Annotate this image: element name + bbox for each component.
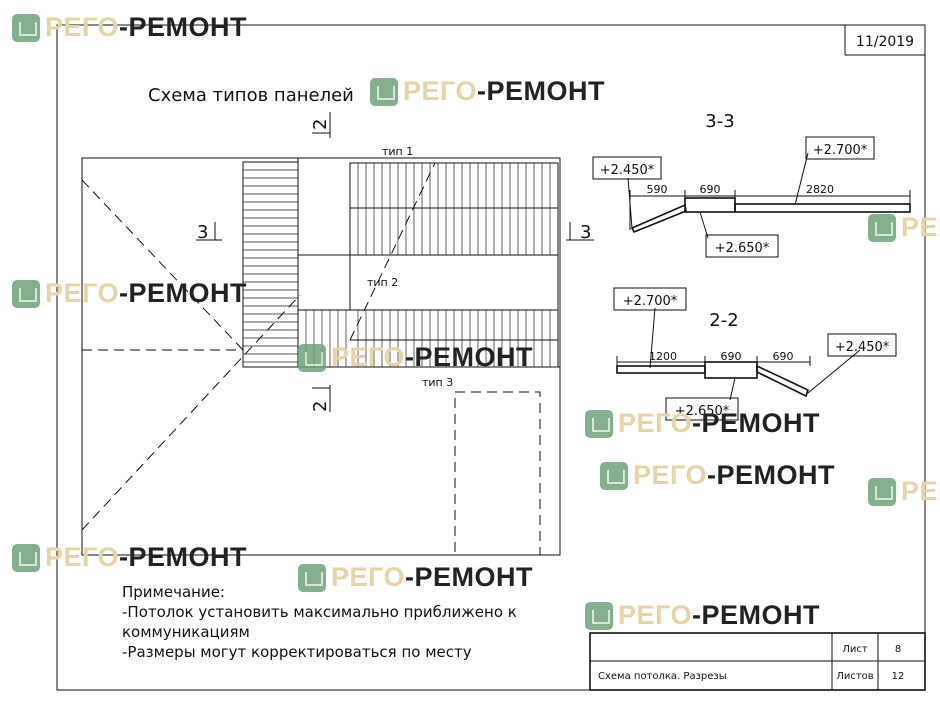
level-tag: +2.450* <box>600 163 655 178</box>
house-icon <box>868 213 896 242</box>
section-2-2-title: 2-2 <box>709 310 738 331</box>
house-icon <box>12 13 40 42</box>
cut-marker-2-top: 2 <box>310 112 331 138</box>
watermark: РЕГО-РЕМОНТ <box>585 600 820 631</box>
watermark: РЕГО-РЕМОНТ <box>12 278 247 309</box>
level-tag: +2.650* <box>715 241 770 256</box>
house-icon <box>298 563 326 592</box>
house-icon <box>12 279 40 308</box>
sheets-count: 12 <box>892 671 905 682</box>
notes-heading: Примечание: <box>122 583 225 601</box>
panel-type-1-label: тип 1 <box>382 145 413 158</box>
level-tag: +2.700* <box>813 143 868 158</box>
watermark: РЕГО-РЕМОНТ <box>600 460 835 491</box>
watermark: РЕГО-РЕМОНТ <box>12 542 247 573</box>
sheet-label: Лист <box>842 644 868 655</box>
house-icon <box>298 343 326 372</box>
panel-type-2-label: тип 2 <box>367 276 398 289</box>
watermark: РЕГО <box>868 476 940 507</box>
sheet-frame <box>56 24 926 691</box>
watermark: РЕГО-РЕМОНТ <box>12 12 247 43</box>
cut-marker-3-left: 3 <box>196 222 222 243</box>
panel-type-3-label: тип 3 <box>422 376 453 389</box>
house-icon <box>868 477 896 506</box>
dim-3-3-1: 590 <box>647 183 668 196</box>
section-3-3-title: 3-3 <box>705 111 734 132</box>
floor-plan <box>81 157 561 556</box>
note-line: коммуникациям <box>122 623 250 641</box>
sheet-number: 8 <box>895 644 901 655</box>
plan-title: Схема типов панелей <box>148 85 354 106</box>
house-icon <box>12 543 40 572</box>
dim-3-3-2: 690 <box>700 183 721 196</box>
sheets-label: Листов <box>836 671 873 682</box>
svg-text:3: 3 <box>580 222 591 243</box>
note-line: -Размеры могут корректироваться по месту <box>122 643 472 661</box>
house-icon <box>585 409 613 438</box>
date-stamp: 11/2019 <box>856 34 914 50</box>
watermark: РЕГО-РЕМОНТ <box>585 408 820 439</box>
svg-text:2: 2 <box>310 401 331 412</box>
dim-2-2-1: 1200 <box>649 350 677 363</box>
dim-3-3-3: 2820 <box>806 183 834 196</box>
section-2-2 <box>616 307 861 401</box>
date-stamp-box <box>844 24 926 56</box>
level-tag: +2.650* <box>675 404 730 419</box>
dim-2-2-3: 690 <box>773 350 794 363</box>
watermark: РЕГО-РЕМОНТ <box>298 342 533 373</box>
watermark: РЕГО-РЕМОНТ <box>298 562 533 593</box>
watermark: РЕГО <box>868 212 940 243</box>
drawing-name: Схема потолка. Разрезы <box>598 671 727 682</box>
house-icon <box>370 77 398 106</box>
house-icon <box>600 461 628 490</box>
section-3-3 <box>627 152 911 239</box>
note-line: -Потолок установить максимально приближе… <box>122 603 517 621</box>
level-tag: +2.450* <box>835 340 890 355</box>
house-icon <box>585 601 613 630</box>
svg-text:3: 3 <box>197 222 208 243</box>
title-block <box>589 632 926 691</box>
svg-text:2: 2 <box>310 119 331 130</box>
cut-marker-2-bottom: 2 <box>310 385 331 412</box>
dim-2-2-2: 690 <box>721 350 742 363</box>
level-tag: +2.700* <box>623 294 678 309</box>
cut-marker-3-right: 3 <box>566 222 594 243</box>
watermark: РЕГО-РЕМОНТ <box>370 76 605 107</box>
